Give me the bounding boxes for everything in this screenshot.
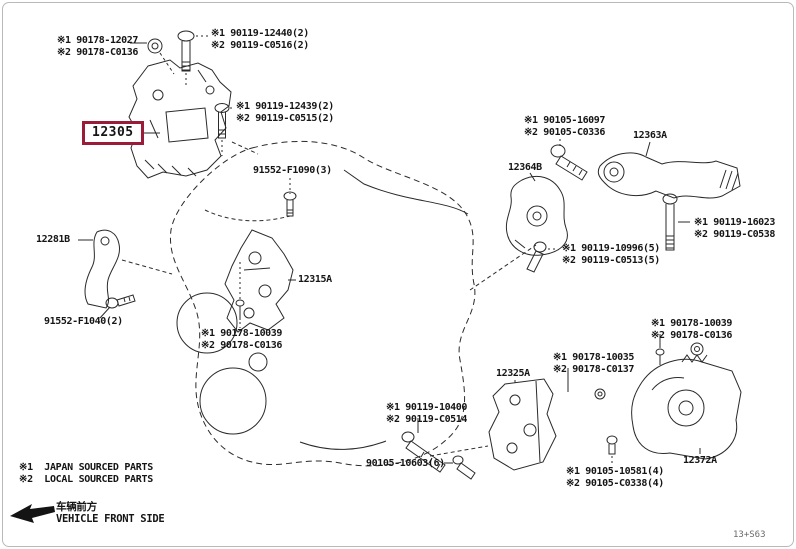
legend-japan-sourced: ※1 JAPAN SOURCED PARTS <box>19 462 153 473</box>
engine-outline <box>169 140 476 467</box>
part-label-12325A: 12325A <box>496 368 530 379</box>
part-label-90119-10996: ※1 90119-10996(5)※2 90119-C0513(5) <box>562 243 660 266</box>
part-label-90178-10035: ※1 90178-10035※2 90178-C0137 <box>553 352 635 375</box>
part-label-91552-F1090: 91552-F1090(3) <box>253 165 332 176</box>
front-side-label-chinese: 车辆前方 <box>56 501 97 513</box>
part-label-90105-16097: ※1 90105-16097※2 90105-C0336 <box>524 115 606 138</box>
part-label-90178-10039-left: ※1 90178-10039※2 90178-C0136 <box>201 328 283 351</box>
part-label-90178-10039-right: ※1 90178-10039※2 90178-C0136 <box>651 318 733 341</box>
part-label-90105-10581: ※1 90105-10581(4)※2 90105-C0338(4) <box>566 466 664 489</box>
part-label-90119-16023: ※1 90119-16023※2 90119-C0538 <box>694 217 776 240</box>
part-label-90119-12440: ※1 90119-12440(2)※2 90119-C0516(2) <box>211 28 309 51</box>
figure-code: 13+S63 <box>733 530 766 540</box>
part-label-12315A: 12315A <box>298 274 332 285</box>
part-label-90119-12439: ※1 90119-12439(2)※2 90119-C0515(2) <box>236 101 334 124</box>
part-label-12372A: 12372A <box>683 455 717 466</box>
part-label-12281B: 12281B <box>36 234 70 245</box>
front-side-label-english: VEHICLE FRONT SIDE <box>56 513 165 525</box>
part-label-91552-F1040: 91552-F1040(2) <box>44 316 123 327</box>
highlighted-part-number-12305[interactable]: 12305 <box>82 121 144 145</box>
part-label-12363A: 12363A <box>633 130 667 141</box>
part-label-90105-10603: 90105-10603(6) <box>366 458 445 469</box>
part-label-90119-10400: ※1 90119-10400※2 90119-C0514 <box>386 402 468 425</box>
front-direction-arrow-icon <box>10 504 55 523</box>
part-label-90178-12027: ※1 90178-12027※2 90178-C0136 <box>57 35 139 58</box>
legend-local-sourced: ※2 LOCAL SOURCED PARTS <box>19 474 153 485</box>
part-label-12364B: 12364B <box>508 162 542 173</box>
